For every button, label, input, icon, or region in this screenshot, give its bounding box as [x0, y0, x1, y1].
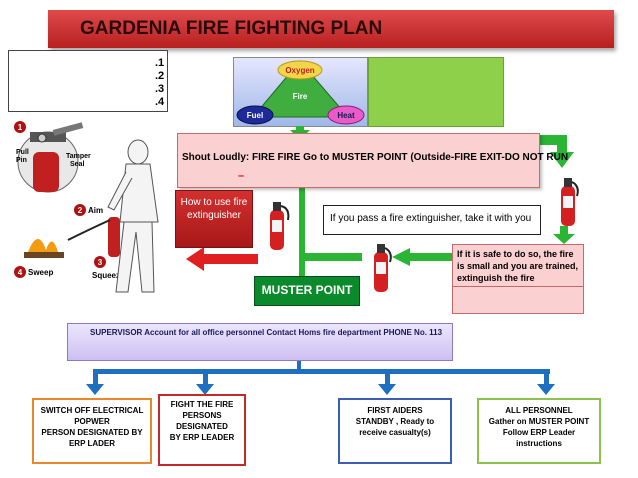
shout-instruction-text: Shout Loudly: FIRE FIRE Go to MUSTER POI… [182, 152, 569, 163]
green-bend-arrow [550, 152, 574, 168]
svg-text:Pin: Pin [16, 157, 27, 164]
heat-label: Heat [337, 111, 355, 120]
step-4-badge [14, 266, 26, 278]
extinguisher-usage-illustration: 1 2 4 3 Pull Pin Tamper Seal Aim Sweep S… [14, 121, 159, 293]
pass-extinguisher-text: If you pass a fire extinguisher, take it… [330, 213, 532, 224]
person-figure-icon [107, 139, 159, 293]
sweep-label: Sweep [28, 268, 53, 277]
blue-arrow-1 [86, 384, 104, 395]
svg-text:3: 3 [98, 258, 103, 267]
switch-off-box: SWITCH OFF ELECTRICAL POPWER PERSON DESI… [32, 398, 152, 464]
svg-text:4: 4 [18, 268, 23, 277]
list-item: .2 [155, 70, 165, 82]
list-item: .4 [155, 96, 165, 108]
fire-extinguisher-icon [561, 178, 579, 226]
fire-icon [28, 238, 58, 252]
pull-pin-label: Pull [16, 149, 29, 156]
safe-to-extinguish-text: If it is safe to do so, the fire is smal… [457, 249, 579, 283]
oxygen-label: Oxygen [285, 66, 314, 75]
extinguisher-body-icon [33, 152, 59, 192]
green-block [368, 57, 504, 127]
fight-fire-text: FIGHT THE FIRE PERSONS DESIGNATED BY ERP… [169, 400, 235, 442]
aim-label: Aim [88, 206, 103, 215]
all-personnel-text: ALL PERSONNEL Gather on MUSTER POINT Fol… [488, 406, 590, 448]
svg-text:2: 2 [78, 206, 83, 215]
divider [452, 286, 584, 287]
blue-arrow-2 [196, 384, 214, 395]
fire-extinguisher-icon [374, 244, 392, 292]
blue-arrow-4 [537, 384, 555, 395]
safe-to-extinguish-box [452, 244, 584, 314]
red-left-arrow [186, 247, 204, 271]
list-item: .3 [155, 83, 165, 95]
fire-triangle-diagram: Oxygen Fire Fuel Heat [236, 60, 365, 125]
muster-point-label: MUSTER POINT [261, 283, 353, 297]
page-title: GARDENIA FIRE FIGHTING PLAN [80, 18, 383, 39]
green-left-arrow [392, 248, 410, 266]
how-to-use-text: How to use fire extinguisher [180, 197, 248, 221]
step-1-badge [14, 121, 26, 133]
red-dash: – [238, 170, 245, 182]
blue-arrow-3 [378, 384, 396, 395]
svg-text:Seal: Seal [70, 161, 84, 168]
handheld-extinguisher-icon [108, 217, 120, 257]
supervisor-box [67, 323, 453, 361]
triangle-shape [251, 60, 350, 118]
supervisor-text: SUPERVISOR Account for all office person… [90, 328, 443, 337]
title-banner [48, 10, 614, 48]
muster-point-box [254, 276, 360, 306]
fire-label: Fire [293, 92, 308, 101]
step-2-badge [74, 204, 86, 216]
shout-instruction-box [177, 133, 540, 188]
fight-fire-box: FIGHT THE FIRE PERSONS DESIGNATED BY ERP… [158, 394, 246, 466]
svg-text:1: 1 [18, 123, 23, 132]
step-3-badge [94, 256, 106, 268]
first-aiders-text: FIRST AIDERS STANDBY , Ready to receive … [355, 406, 435, 437]
first-aiders-box: FIRST AIDERS STANDBY , Ready to receive … [338, 398, 452, 464]
all-personnel-box: ALL PERSONNEL Gather on MUSTER POINT Fol… [477, 398, 601, 464]
green-down-arrow-safe [553, 234, 575, 244]
squeeze-label: Squeeze [92, 271, 125, 280]
how-to-use-box [175, 190, 253, 248]
pass-extinguisher-box [323, 205, 541, 235]
fire-extinguisher-icon [270, 202, 290, 250]
tamper-seal-label: Tamper [66, 153, 91, 160]
fuel-label: Fuel [247, 111, 263, 120]
switch-off-text: SWITCH OFF ELECTRICAL POPWER PERSON DESI… [40, 406, 144, 448]
numbered-list-box: .1 .2 .3 .4 [8, 50, 168, 112]
list-item: .1 [155, 57, 165, 69]
